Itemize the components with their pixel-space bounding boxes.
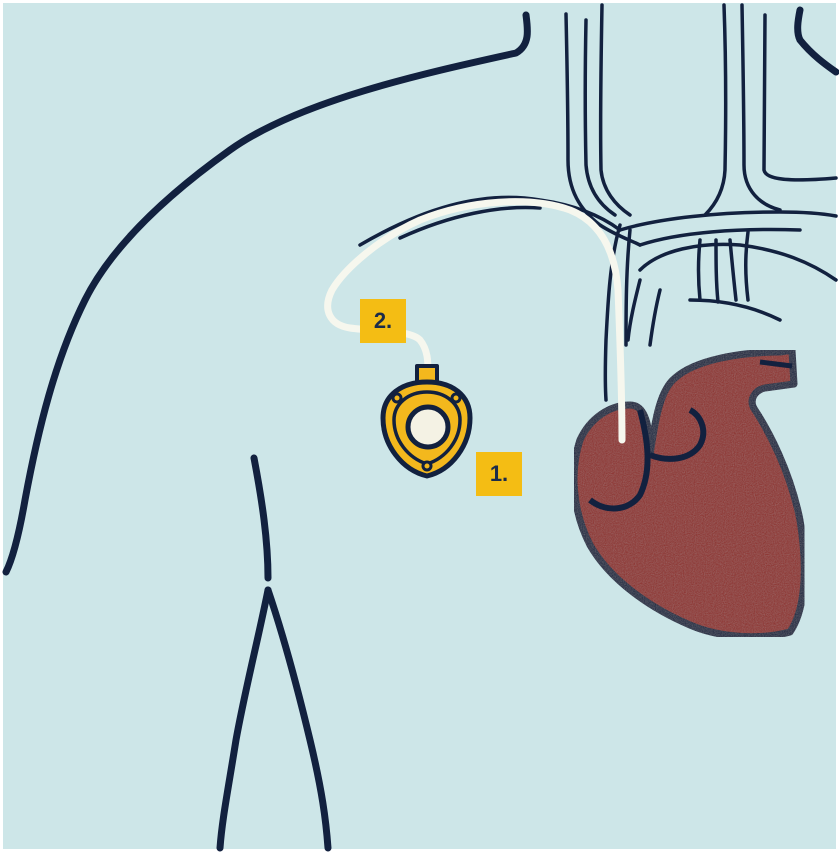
port-suture-left xyxy=(393,394,401,402)
port-suture-right xyxy=(452,394,460,402)
catheter-label: 2. xyxy=(360,299,406,343)
port-septum xyxy=(408,407,448,447)
port-suture-bottom xyxy=(423,462,431,470)
port-label: 1. xyxy=(476,452,522,496)
